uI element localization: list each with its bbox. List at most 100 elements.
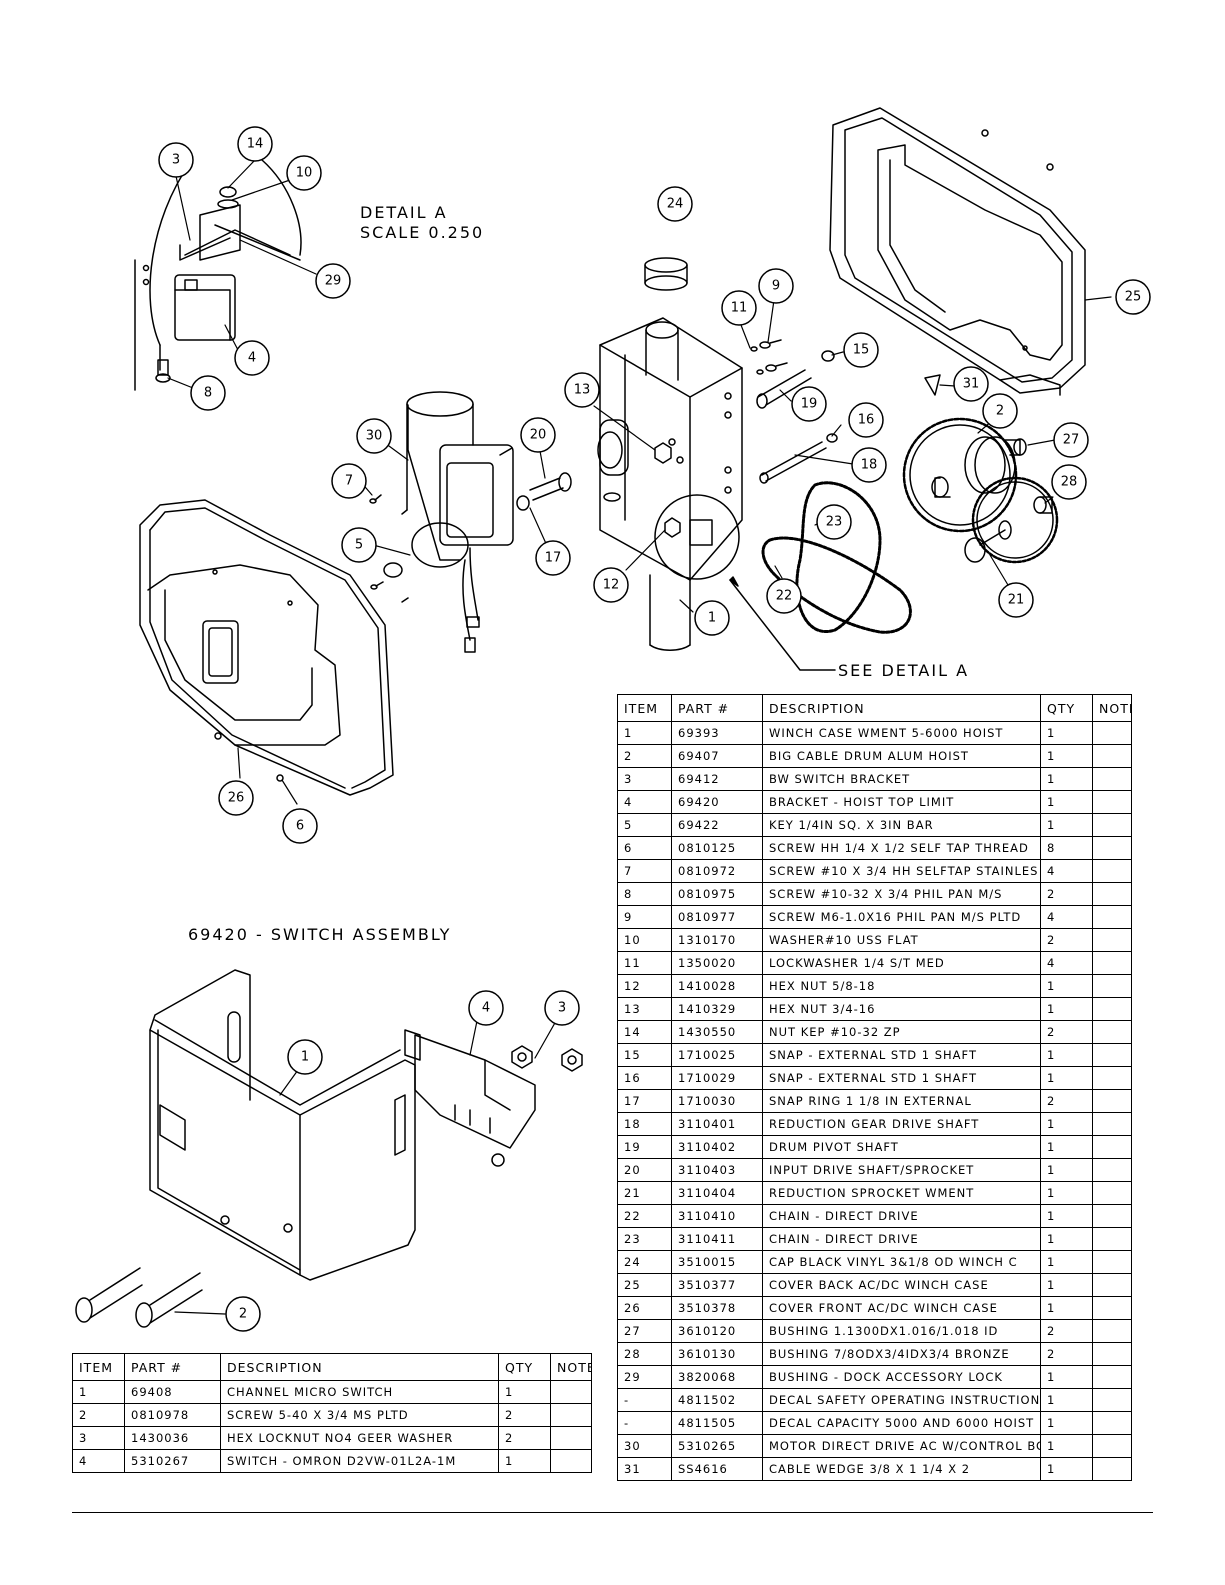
- cell-description: BW SWITCH BRACKET: [762, 767, 1041, 791]
- cell-part: 69412: [671, 767, 763, 791]
- cell-part: 0810977: [671, 905, 763, 929]
- cell-part: 3110404: [671, 1181, 763, 1205]
- cell-part: 0810972: [671, 859, 763, 883]
- cell-qty: 1: [1040, 1158, 1093, 1182]
- balloon-27: 27: [1053, 422, 1089, 458]
- cell-qty: 1: [1040, 744, 1093, 768]
- balloon-3-label: 3: [172, 153, 180, 168]
- table-header-row: ITEM PART # DESCRIPTION QTY NOTE: [72, 1353, 592, 1381]
- cell-note: [1092, 1158, 1132, 1182]
- cell-part: 3110410: [671, 1204, 763, 1228]
- cell-note: [1092, 1319, 1132, 1343]
- balloon-14: 14: [237, 126, 273, 162]
- cell-item: 3: [72, 1426, 125, 1450]
- cell-note: [550, 1403, 592, 1427]
- balloon-29-label: 29: [325, 274, 342, 289]
- cell-qty: 1: [498, 1449, 551, 1473]
- cell-part: 69422: [671, 813, 763, 837]
- col-header-item: ITEM: [617, 694, 672, 722]
- cell-qty: 2: [1040, 882, 1093, 906]
- main-parts-table: ITEM PART # DESCRIPTION QTY NOTE 1 69393W…: [617, 694, 1132, 1481]
- back-cover: [829, 107, 1086, 396]
- cell-qty: 1: [1040, 790, 1093, 814]
- cell-item: 28: [617, 1342, 672, 1366]
- balloon-13-label: 13: [574, 383, 591, 398]
- cell-note: [1092, 1181, 1132, 1205]
- balloon-22: 22: [766, 578, 802, 614]
- cell-part: 69393: [671, 721, 763, 745]
- cell-part: 3610130: [671, 1342, 763, 1366]
- cell-item: 11: [617, 951, 672, 975]
- cell-note: [1092, 859, 1132, 883]
- balloon-29: 29: [315, 263, 351, 299]
- table-header-row: ITEM PART # DESCRIPTION QTY NOTE: [617, 694, 1132, 722]
- balloon-8: 8: [190, 375, 226, 411]
- cell-description: COVER BACK AC/DC WINCH CASE: [762, 1273, 1041, 1297]
- cell-description: HEX LOCKNUT NO4 GEER WASHER: [220, 1426, 499, 1450]
- cell-part: 5310267: [124, 1449, 221, 1473]
- col-header-note: NOTE: [1092, 694, 1132, 722]
- balloon-12: 12: [593, 567, 629, 603]
- cell-item: 25: [617, 1273, 672, 1297]
- cell-qty: 1: [498, 1380, 551, 1404]
- cell-qty: 1: [1040, 813, 1093, 837]
- cell-part: 0810975: [671, 882, 763, 906]
- see-detail-label: SEE DETAIL A: [838, 661, 969, 680]
- cell-qty: 1: [1040, 1365, 1093, 1389]
- cell-description: SWITCH - OMRON D2VW-01L2A-1M: [220, 1449, 499, 1473]
- cell-item: 30: [617, 1434, 672, 1458]
- cell-description: SCREW HH 1/4 X 1/2 SELF TAP THREAD: [762, 836, 1041, 860]
- cell-note: [1092, 1342, 1132, 1366]
- cell-note: [1092, 1365, 1132, 1389]
- cell-note: [1092, 1020, 1132, 1044]
- balloon-4: 4: [234, 340, 270, 376]
- cell-description: WASHER#10 USS FLAT: [762, 928, 1041, 952]
- balloon-27-label: 27: [1063, 433, 1080, 448]
- see-detail-callout: SEE DETAIL A: [729, 576, 969, 680]
- cell-note: [1092, 1112, 1132, 1136]
- balloon-2-label: 2: [996, 404, 1004, 419]
- cell-qty: 2: [1040, 1319, 1093, 1343]
- balloon-30: 30: [356, 418, 392, 454]
- shafts: [516, 350, 838, 511]
- col-header-qty: QTY: [1040, 694, 1093, 722]
- balloon-6: 6: [282, 808, 318, 844]
- cell-part: 1430036: [124, 1426, 221, 1450]
- balloon-25: 25: [1115, 279, 1151, 315]
- col-header-part: PART #: [671, 694, 763, 722]
- detail-a-title: DETAIL A: [360, 203, 448, 222]
- balloon-3: 3: [158, 142, 194, 178]
- col-header-qty: QTY: [498, 1353, 551, 1381]
- cell-description: BIG CABLE DRUM ALUM HOIST: [762, 744, 1041, 768]
- cell-qty: 1: [1040, 1434, 1093, 1458]
- cell-description: SNAP RING 1 1/8 IN EXTERNAL: [762, 1089, 1041, 1113]
- cell-part: 3110403: [671, 1158, 763, 1182]
- cell-description: BUSHING 1.1300DX1.016/1.018 ID: [762, 1319, 1041, 1343]
- cell-description: CHANNEL MICRO SWITCH: [220, 1380, 499, 1404]
- switch-balloon-1: 1: [287, 1039, 323, 1075]
- balloon-8-label: 8: [204, 386, 212, 401]
- col-header-part: PART #: [124, 1353, 221, 1381]
- cell-description: BRACKET - HOIST TOP LIMIT: [762, 790, 1041, 814]
- switch-assembly-table: ITEM PART # DESCRIPTION QTY NOTE 169408C…: [72, 1353, 592, 1473]
- balloon-10-label: 10: [296, 166, 313, 181]
- col-header-description: DESCRIPTION: [220, 1353, 499, 1381]
- drum-gear-assembly: [902, 417, 1059, 564]
- cell-part: 1310170: [671, 928, 763, 952]
- cell-note: [550, 1449, 592, 1473]
- balloon-1-label: 1: [708, 611, 716, 626]
- cell-item: 31: [617, 1457, 672, 1481]
- cell-part: 3110401: [671, 1112, 763, 1136]
- detail-a-view: DETAIL A SCALE 0.250: [134, 159, 482, 391]
- cell-description: BUSHING 7/8ODX3/4IDX3/4 BRONZE: [762, 1342, 1041, 1366]
- cell-description: HEX NUT 3/4-16: [762, 997, 1041, 1021]
- cell-description: HEX NUT 5/8-18: [762, 974, 1041, 998]
- cell-item: 4: [72, 1449, 125, 1473]
